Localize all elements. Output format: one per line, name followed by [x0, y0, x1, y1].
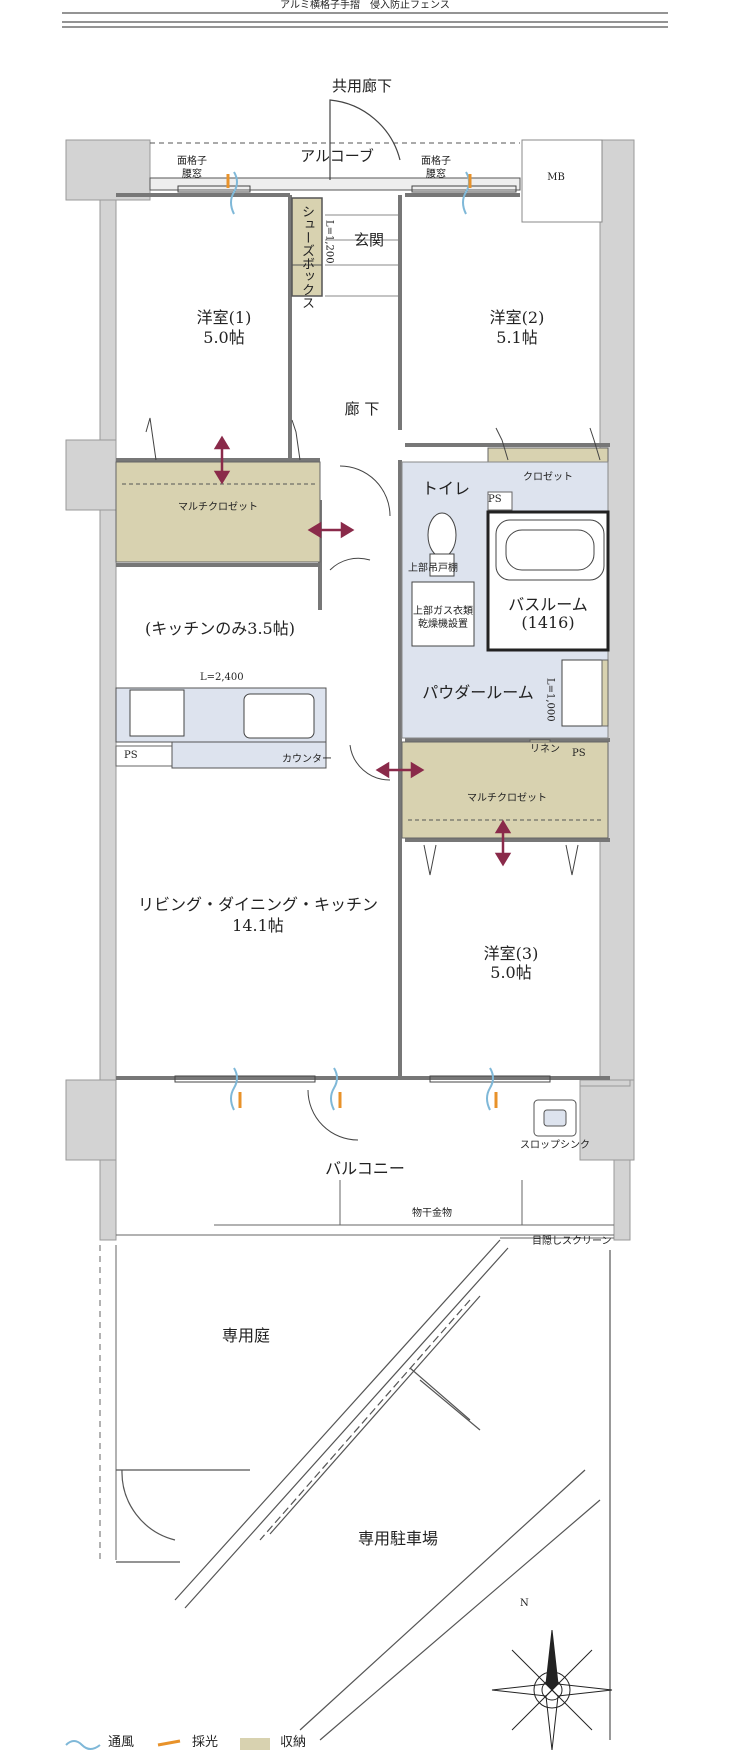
- label-common-corridor: 共用廊下: [331, 77, 393, 95]
- label-ps-kitchen: PS: [124, 750, 138, 761]
- label-north: N: [520, 1598, 529, 1609]
- label-ldk-name: リビング・ダイニング・キッチン: [137, 895, 379, 914]
- compass-rose: [491, 1629, 613, 1751]
- entrance-door: [329, 99, 401, 180]
- label-clothes-hanger: 物干金物: [412, 1208, 452, 1219]
- label-upper-shelf: 上部吊戸棚: [408, 563, 458, 574]
- label-linen: リネン: [530, 744, 560, 755]
- storage-arrows: [213, 435, 512, 867]
- label-window-grille-2: 面格子: [421, 156, 451, 167]
- label-waist-window-1: 腰窓: [182, 169, 202, 180]
- balcony-lines: [116, 1180, 614, 1239]
- label-kitchen-only: (キッチンのみ3.5帖): [145, 619, 295, 638]
- stove: [129, 689, 185, 737]
- label-window-grille-1: 面格子: [177, 156, 207, 167]
- label-shoebox: シューズボックス: [298, 205, 314, 309]
- label-ldk-size: 14.1帖: [232, 916, 284, 935]
- toilet-fixture: [427, 512, 457, 558]
- label-powder-length: L=1,000: [544, 678, 556, 722]
- label-kitchen-length: L=2,400: [200, 672, 244, 683]
- label-screen: 目隠しスクリーン: [532, 1236, 612, 1247]
- header-railing-lines: [62, 12, 668, 28]
- label-balcony: バルコニー: [325, 1159, 405, 1178]
- label-gas-dryer-1: 上部ガス衣類: [413, 606, 473, 617]
- label-entrance: 玄関: [353, 231, 385, 249]
- header-note: アルミ横格子手摺 侵入防止フェンス: [280, 0, 450, 11]
- label-alcove: アルコーブ: [300, 147, 374, 165]
- ps-box-1: [487, 491, 513, 511]
- kitchen-counter-ext: [171, 741, 327, 769]
- multi-closet-right: [401, 741, 609, 839]
- label-waist-window-2: 腰窓: [426, 169, 446, 180]
- powder-sink: [561, 659, 607, 727]
- label-private-garden: 専用庭: [221, 1326, 271, 1345]
- parking-lines: [116, 1239, 611, 1741]
- alcove-outline: [149, 142, 521, 191]
- label-bath-size: (1416): [521, 613, 575, 632]
- legend-storage: 収納: [280, 1735, 307, 1750]
- room-doors: [145, 417, 601, 1141]
- daylight-marks: [226, 174, 498, 1108]
- label-western2-name: 洋室(2): [489, 308, 545, 327]
- legend-daylight: 採光: [192, 1735, 219, 1750]
- label-counter: カウンター: [282, 754, 332, 765]
- shoebox: [291, 197, 323, 297]
- legend-ventilation: 通風: [108, 1735, 135, 1750]
- label-western1-size: 5.0帖: [203, 328, 245, 347]
- walls: [65, 139, 635, 1241]
- sink: [243, 693, 315, 739]
- label-mb: MB: [547, 172, 565, 183]
- bathtub: [495, 519, 605, 581]
- label-multi-closet-right: マルチクロゼット: [467, 793, 547, 804]
- label-bathroom: バスルーム: [508, 595, 588, 614]
- entrance-steps: [325, 214, 398, 297]
- label-western3-name: 洋室(3): [483, 944, 539, 963]
- label-ps-2: PS: [572, 748, 586, 759]
- label-private-parking: 専用駐車場: [357, 1529, 439, 1548]
- windows-top: [174, 185, 551, 1083]
- label-slop-sink: スロップシンク: [520, 1140, 590, 1151]
- garden-fence: [99, 1245, 117, 1560]
- label-multi-closet-left: マルチクロゼット: [178, 502, 258, 513]
- ventilation-marks: [230, 171, 494, 1111]
- label-ps-1: PS: [488, 494, 502, 505]
- interior-walls: [116, 193, 610, 1080]
- label-western2-size: 5.1帖: [496, 328, 538, 347]
- label-toilet: トイレ: [421, 479, 471, 498]
- label-western3-size: 5.0帖: [490, 963, 532, 982]
- multi-closet-left: [115, 461, 321, 563]
- gas-dryer: [411, 581, 475, 647]
- label-western1-name: 洋室(1): [196, 308, 252, 327]
- legend-swatches: [65, 1738, 270, 1750]
- label-shoebox-length: L=1,200: [323, 220, 335, 264]
- label-closet: クロゼット: [523, 472, 573, 483]
- label-gas-dryer-2: 乾燥機設置: [418, 619, 468, 630]
- label-hall: 廊 下: [344, 400, 380, 418]
- label-powder-room: パウダールーム: [422, 683, 534, 702]
